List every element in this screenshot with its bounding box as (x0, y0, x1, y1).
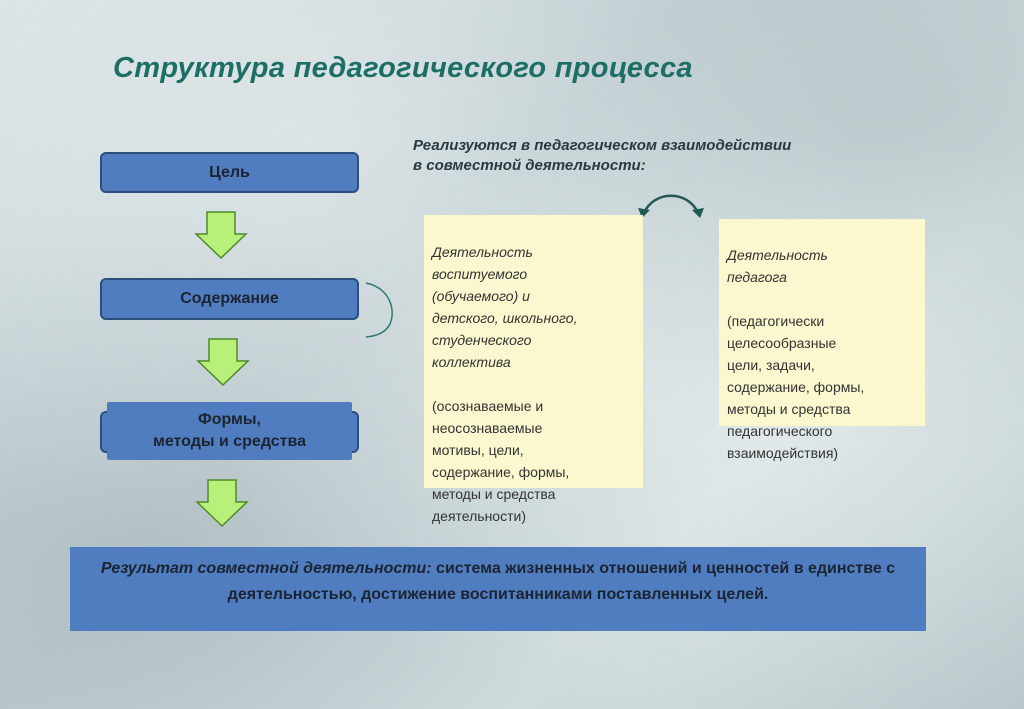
teacher-note-title: Деятельность педагога (727, 247, 828, 285)
content-label: Содержание (180, 290, 279, 307)
learner-activity-note: Деятельность воспитуемого (обучаемого) и… (424, 215, 643, 524)
result-text: система жизненных отношений и ценностей … (227, 560, 896, 603)
forms-label: Формы, методы и средства (152, 411, 307, 450)
down-arrow-1 (194, 211, 248, 260)
goal-box: Цель (100, 152, 359, 193)
slide-title: Структура педагогического процесса (113, 52, 693, 84)
result-lead: Результат совместной деятельности: (100, 560, 432, 577)
interaction-arc-icon (638, 194, 704, 218)
teacher-note-details: (педагогически целесообразные цели, зада… (727, 313, 865, 461)
down-arrow-2 (196, 338, 250, 387)
content-box: Содержание (100, 278, 359, 320)
goal-label: Цель (209, 163, 250, 181)
subtitle: Реализуются в педагогическом взаимодейст… (413, 137, 792, 174)
teacher-activity-note: Деятельность педагога (педагогически цел… (719, 219, 925, 461)
down-arrow-3 (195, 479, 249, 528)
learner-note-title: Деятельность воспитуемого (обучаемого) и… (432, 244, 578, 370)
learner-note-details: (осознаваемые и неосознаваемые мотивы, ц… (432, 398, 570, 524)
result-box: Результат совместной деятельности: систе… (70, 547, 926, 631)
bracket-arc (365, 282, 393, 338)
forms-box: Формы, методы и средства (107, 402, 352, 460)
